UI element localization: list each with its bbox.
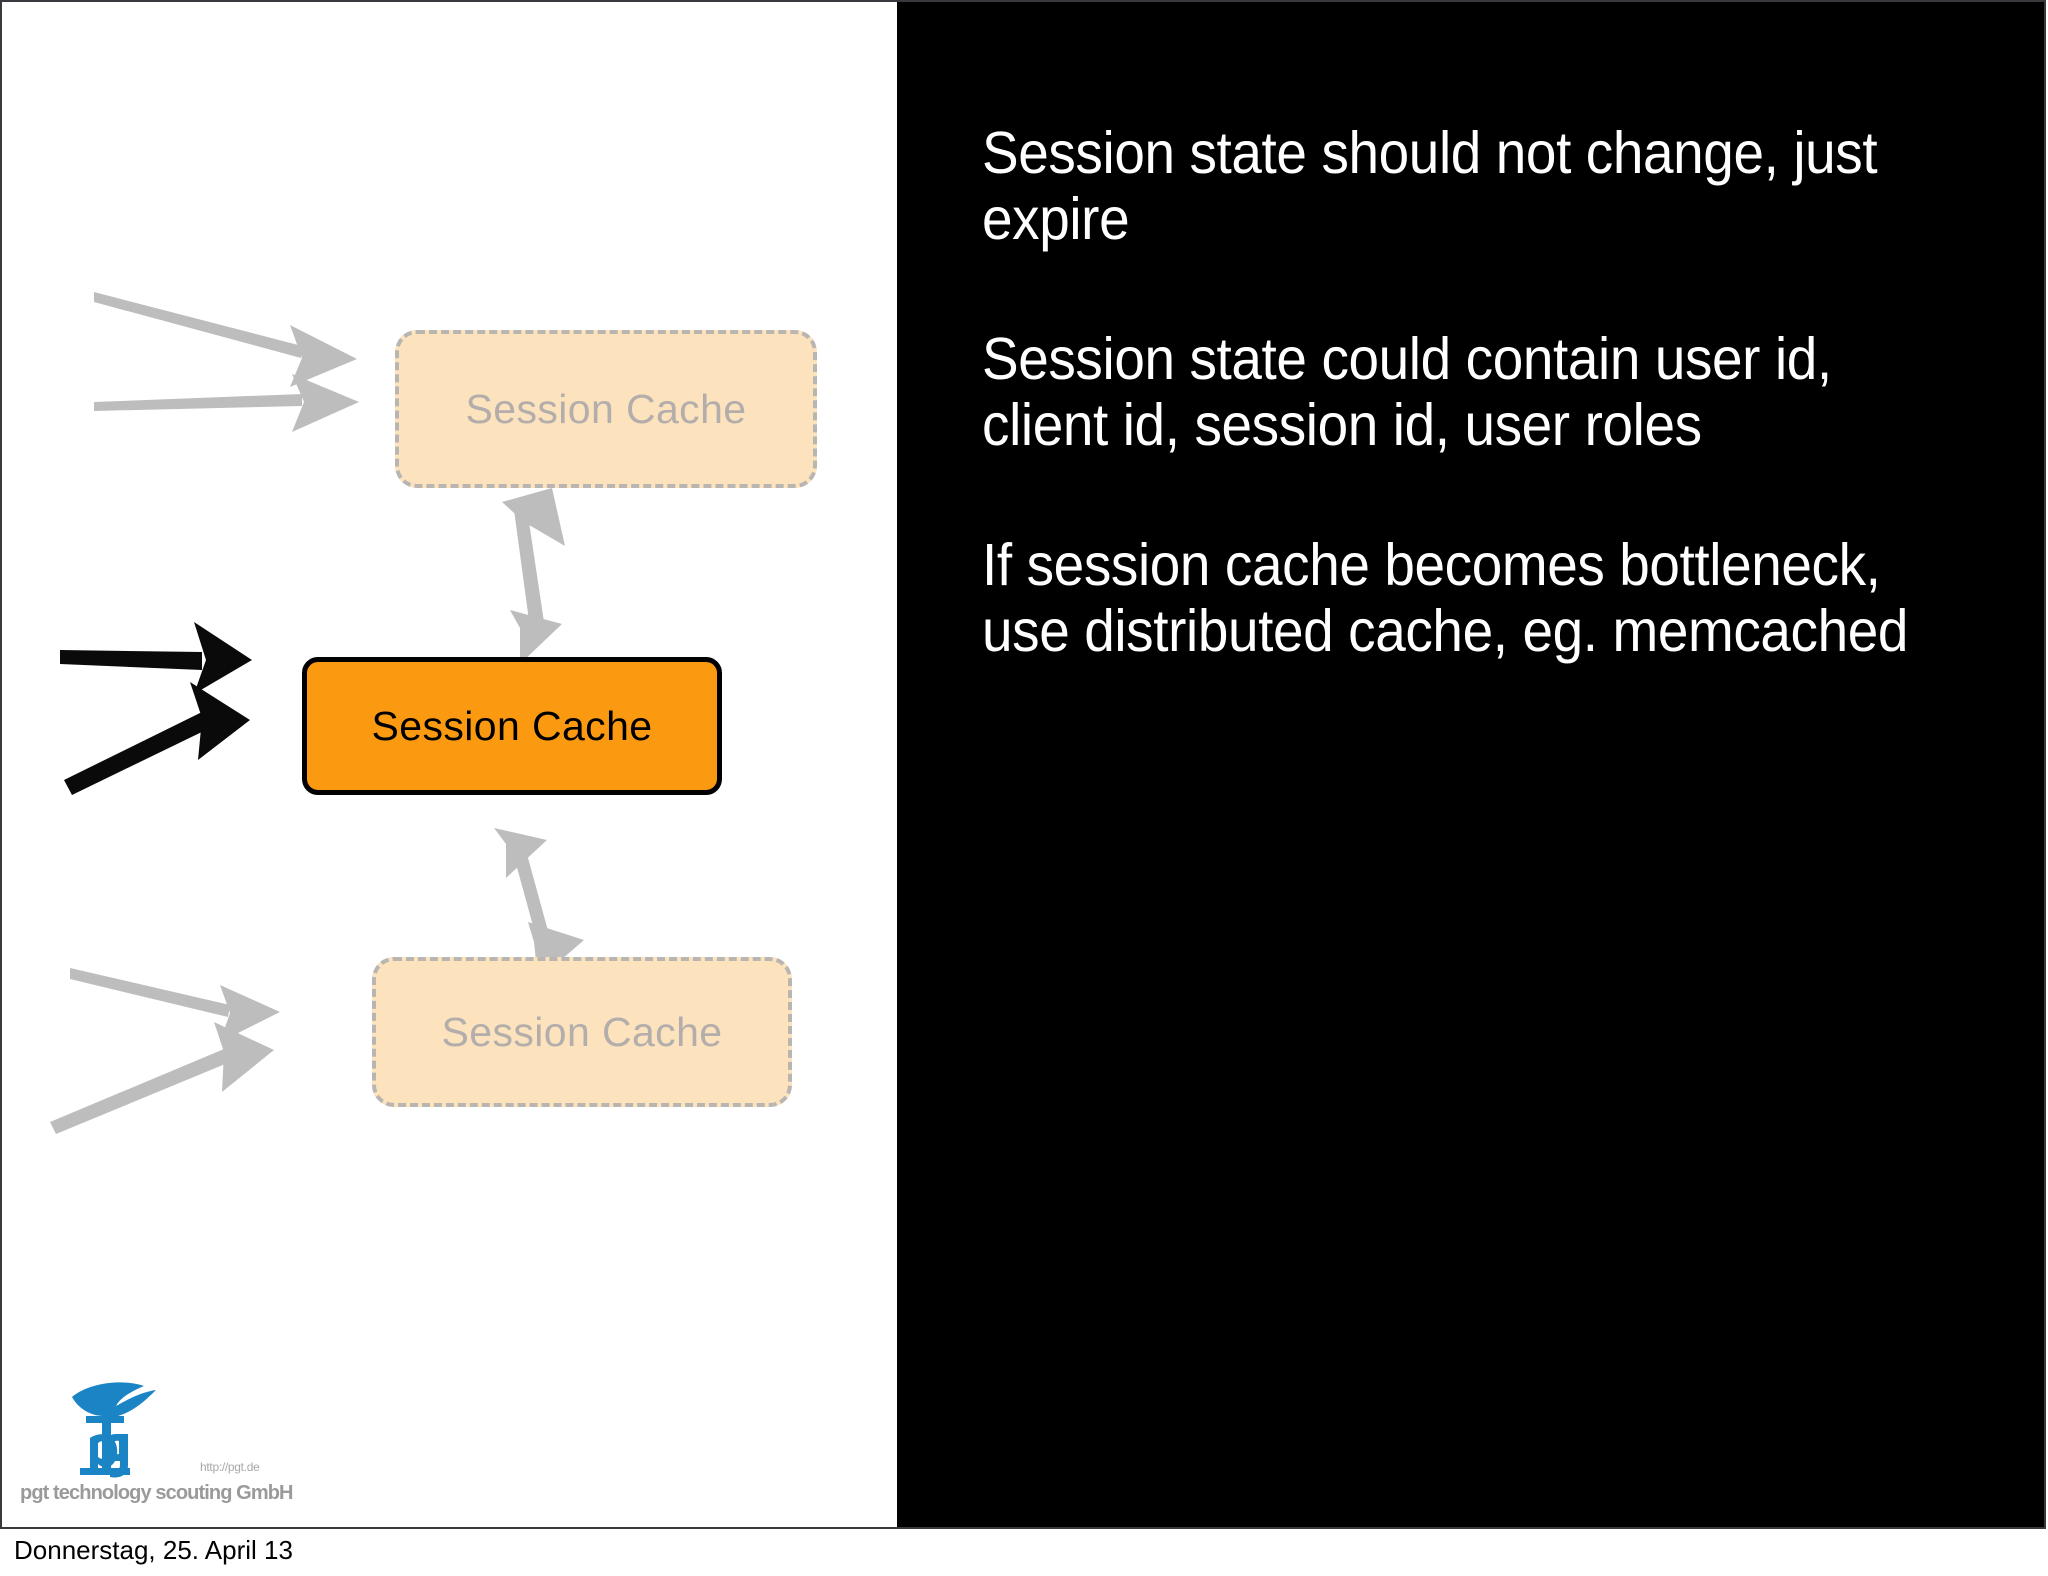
diagram-panel: Session Cache Session Cache Session Cach… xyxy=(2,2,897,1527)
pgt-logo-mark xyxy=(72,1382,156,1478)
session-cache-node-bottom[interactable]: Session Cache xyxy=(372,957,792,1107)
session-cache-node-top-label: Session Cache xyxy=(465,385,747,432)
pgt-logo: http://pgt.de pgt technology scouting Gm… xyxy=(20,1364,293,1514)
paragraph-3: If session cache becomes bottleneck, use… xyxy=(982,532,1909,665)
footer-date: Donnerstag, 25. April 13 xyxy=(14,1535,293,1565)
incoming-bottom-2 xyxy=(50,1022,274,1134)
session-cache-node-center[interactable]: Session Cache xyxy=(302,657,722,795)
bullet-text-block: Session state should not change, just ex… xyxy=(982,120,2012,664)
incoming-center-1 xyxy=(60,622,252,694)
pgt-logo-url: http://pgt.de xyxy=(200,1460,260,1474)
session-cache-node-top[interactable]: Session Cache xyxy=(395,330,817,488)
text-panel: Session state should not change, just ex… xyxy=(897,2,2044,1527)
incoming-top-1 xyxy=(94,292,357,387)
paragraph-1: Session state should not change, just ex… xyxy=(982,120,1878,253)
paragraph-2: Session state could contain user id, cli… xyxy=(982,326,1832,459)
incoming-bottom-1 xyxy=(70,968,280,1042)
link-top-center xyxy=(502,488,565,664)
incoming-center-2 xyxy=(64,682,250,795)
pgt-logo-caption: pgt technology scouting GmbH xyxy=(20,1482,293,1504)
slide-canvas: Session Cache Session Cache Session Cach… xyxy=(0,0,2046,1529)
session-cache-node-center-label: Session Cache xyxy=(371,702,653,749)
incoming-top-2 xyxy=(94,374,359,432)
session-cache-node-bottom-label: Session Cache xyxy=(441,1008,723,1055)
